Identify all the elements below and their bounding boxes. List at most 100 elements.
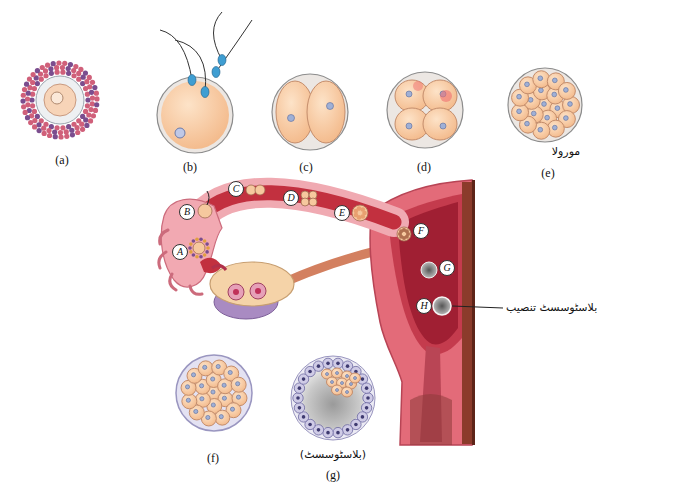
- nucleus: [361, 377, 365, 381]
- vagina: [410, 394, 452, 445]
- nucleus: [552, 92, 557, 97]
- corona-cell: [192, 239, 196, 243]
- nucleus: [361, 415, 365, 419]
- corona-cell: [35, 68, 40, 73]
- nucleus: [354, 377, 357, 380]
- blastocoel: [302, 367, 364, 429]
- sperm-head: [201, 87, 209, 98]
- follicle: [228, 284, 244, 300]
- nucleus: [552, 78, 557, 83]
- nucleus: [222, 396, 226, 400]
- stage-marker: G: [439, 260, 455, 276]
- stage-letter: D: [287, 193, 294, 203]
- corona-cell: [32, 109, 37, 114]
- corona-cell: [195, 237, 199, 241]
- zona-pellucida: [387, 72, 463, 148]
- corona-cell: [90, 101, 95, 106]
- figure-letter: (g): [326, 468, 340, 482]
- corona-cell: [199, 255, 203, 259]
- blastomere: [558, 82, 575, 99]
- nucleus: [211, 390, 215, 394]
- corona-cell: [69, 128, 74, 133]
- trophoblast-cell: [333, 358, 343, 368]
- stage-icon: [301, 198, 309, 206]
- nucleus: [555, 106, 560, 111]
- nucleus: [366, 396, 370, 400]
- trophoblast-cell: [361, 383, 371, 393]
- corona-cell: [28, 120, 33, 125]
- blastomere: [332, 385, 343, 395]
- corona-cell: [203, 253, 207, 257]
- corona-cell: [188, 246, 192, 250]
- stage-name: بلاسٹوسسٹ تنصیب: [506, 301, 597, 314]
- corona-cell: [73, 64, 78, 69]
- stage-icon: [361, 207, 366, 212]
- blastomere: [182, 394, 197, 409]
- stage-name: (بلاسٹوسسٹ): [300, 448, 366, 461]
- nucleus: [236, 382, 240, 386]
- corona-cell: [21, 93, 26, 98]
- stage-icon: [433, 297, 451, 315]
- corona-cell: [199, 237, 203, 241]
- corona-cell: [80, 127, 85, 132]
- stage-icon: [397, 227, 411, 241]
- stage-icon: [357, 206, 362, 211]
- nucleus: [517, 94, 522, 99]
- zona-pellucida: [291, 356, 375, 440]
- corona-cell: [93, 108, 98, 113]
- trophoblast-cell: [342, 425, 352, 435]
- sperm-head: [188, 75, 196, 86]
- corona-cell: [46, 128, 51, 133]
- cut-edge: [472, 180, 475, 445]
- nucleus: [336, 362, 340, 366]
- corona-cell: [94, 91, 99, 96]
- nucleus: [219, 415, 223, 419]
- corona-cell: [90, 80, 95, 85]
- nucleus: [175, 128, 185, 138]
- stage-letter: C: [233, 184, 240, 194]
- sperm-tail: [207, 191, 209, 205]
- corona-cell: [90, 95, 95, 100]
- blastomere: [332, 368, 343, 378]
- corona-cell: [91, 113, 96, 118]
- stage-icon: [361, 214, 366, 219]
- nucleus: [216, 364, 220, 368]
- stage-marker: A: [172, 244, 188, 260]
- trophoblast-cell: [323, 427, 333, 437]
- blastomere: [342, 387, 353, 397]
- nucleus: [236, 395, 240, 399]
- corona-cell: [195, 255, 199, 259]
- corona-cell: [25, 96, 30, 101]
- leader-line: [452, 306, 503, 308]
- nucleus: [199, 384, 203, 388]
- nucleus: [206, 415, 210, 419]
- stage-letter: A: [177, 247, 183, 257]
- nucleus: [200, 397, 204, 401]
- nucleus: [308, 423, 312, 427]
- nucleus: [186, 398, 190, 402]
- reproductive-tract: [159, 180, 503, 445]
- nucleus: [406, 91, 412, 97]
- corona-cell: [70, 132, 75, 137]
- corona-cell: [75, 130, 80, 135]
- corona-cell: [43, 73, 48, 78]
- figure-letter: (b): [183, 160, 197, 174]
- corona-cell: [58, 130, 63, 135]
- figure-letter: (a): [55, 153, 68, 167]
- nucleus: [545, 115, 550, 120]
- corona-cell: [86, 112, 91, 117]
- corona-cell: [78, 67, 83, 72]
- nucleus: [525, 121, 530, 126]
- corona-cell: [62, 61, 67, 66]
- nucleus: [563, 116, 568, 121]
- nucleus: [302, 377, 306, 381]
- blastomere: [423, 80, 457, 112]
- fimbria-fingers: [159, 230, 202, 294]
- corona-cell: [206, 246, 210, 250]
- corona-cell: [30, 92, 35, 97]
- corona-cell: [30, 103, 35, 108]
- nucleus: [542, 102, 547, 107]
- corona-cell: [32, 124, 37, 129]
- ovum: [161, 81, 229, 149]
- zona-pellucida: [36, 76, 84, 124]
